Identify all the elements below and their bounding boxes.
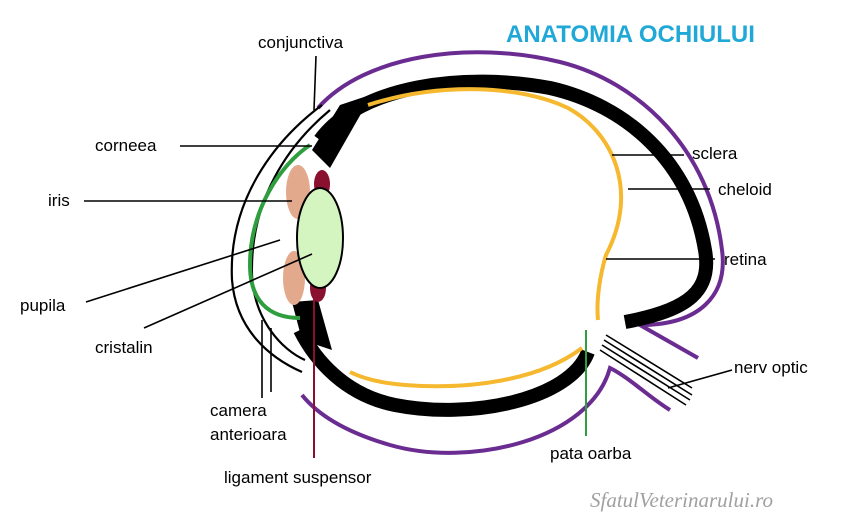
retina-layer	[349, 87, 624, 389]
conjunctiva-leader	[313, 55, 317, 111]
sclera-layer	[300, 50, 725, 455]
label-conjunctiva: conjunctiva	[258, 33, 344, 52]
label-nerv-optic: nerv optic	[734, 358, 808, 377]
watermark: SfatulVeterinarului.ro	[590, 488, 773, 512]
cornea-outer-curve	[230, 104, 323, 374]
diagram-title: ANATOMIA OCHIULUI	[506, 21, 755, 48]
label-pupila: pupila	[20, 296, 66, 315]
choroid-front-top	[312, 95, 370, 168]
cornea-inner-curve	[250, 109, 331, 362]
nerv-optic-leader	[667, 369, 733, 389]
label-cristalin: cristalin	[95, 338, 153, 357]
label-camera: camera	[210, 401, 267, 420]
label-retina: retina	[724, 250, 767, 269]
choroid-layer	[293, 74, 714, 417]
leader-lines	[84, 55, 733, 398]
label-cheloid: cheloid	[718, 180, 772, 199]
label-pata-oarba: pata oarba	[550, 444, 632, 463]
cristalin-leader	[143, 253, 313, 329]
label-ligament-suspensor: ligament suspensor	[224, 468, 372, 487]
anterior-chamber-line	[247, 143, 312, 320]
pupila-leader	[85, 239, 281, 303]
lens-cristalin	[296, 187, 344, 289]
label-sclera: sclera	[692, 144, 738, 163]
choroid-front-bottom	[292, 300, 332, 350]
label-corneea: corneea	[95, 136, 157, 155]
label-anterioara: anterioara	[210, 425, 287, 444]
label-iris: iris	[48, 191, 70, 210]
